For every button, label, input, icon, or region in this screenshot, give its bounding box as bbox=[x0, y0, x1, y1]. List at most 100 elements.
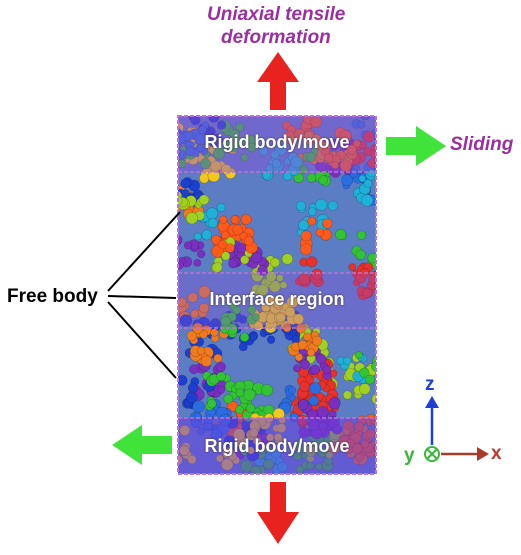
particle bbox=[186, 330, 198, 341]
particle bbox=[300, 230, 312, 242]
particle bbox=[240, 255, 250, 265]
pointer-line bbox=[107, 211, 181, 292]
particle bbox=[363, 179, 373, 189]
x-axis-arrowhead bbox=[477, 447, 489, 461]
deformation-title-line2: deformation bbox=[221, 27, 331, 48]
particle bbox=[178, 151, 179, 155]
particle bbox=[238, 342, 248, 352]
particle bbox=[282, 171, 292, 181]
particle bbox=[178, 195, 183, 207]
sliding-arrow-left bbox=[112, 425, 172, 465]
particle bbox=[207, 218, 218, 229]
particle bbox=[367, 252, 376, 264]
rigid-body-bottom-label: Rigid body/move bbox=[204, 436, 350, 456]
particle bbox=[240, 213, 252, 225]
particle bbox=[281, 253, 294, 265]
particle bbox=[380, 173, 389, 182]
coordinate-axes bbox=[424, 396, 489, 462]
rigid-body-bottom-region bbox=[178, 418, 376, 474]
particle bbox=[235, 405, 244, 415]
y-axis-label: y bbox=[404, 445, 415, 466]
particle bbox=[357, 120, 366, 129]
particle bbox=[265, 271, 277, 282]
particle bbox=[307, 207, 317, 216]
particle bbox=[198, 302, 210, 314]
particle bbox=[306, 173, 317, 183]
particle bbox=[343, 356, 352, 365]
particle bbox=[378, 163, 387, 172]
particle bbox=[187, 292, 198, 303]
particle bbox=[190, 309, 199, 319]
particle bbox=[170, 140, 177, 147]
particle bbox=[178, 153, 179, 157]
particle bbox=[210, 328, 219, 337]
particle bbox=[371, 393, 376, 405]
particle bbox=[169, 156, 177, 164]
free-body-pointers bbox=[107, 211, 181, 379]
particle bbox=[384, 182, 395, 193]
particle bbox=[221, 251, 231, 261]
particle bbox=[232, 224, 244, 236]
particle bbox=[183, 241, 193, 250]
particle bbox=[311, 134, 322, 144]
particle bbox=[208, 137, 218, 148]
particle bbox=[240, 153, 249, 162]
particle bbox=[359, 367, 370, 378]
particle bbox=[371, 361, 376, 372]
particle bbox=[360, 194, 374, 207]
particle bbox=[297, 399, 309, 410]
particle bbox=[196, 346, 206, 355]
particle bbox=[270, 257, 281, 268]
particle bbox=[245, 403, 256, 414]
interface-region bbox=[178, 273, 376, 328]
particle bbox=[198, 285, 211, 298]
particle bbox=[339, 159, 352, 172]
particle bbox=[261, 170, 271, 180]
particle bbox=[377, 282, 386, 291]
particle bbox=[290, 155, 303, 169]
particle bbox=[377, 418, 386, 427]
particle bbox=[309, 382, 322, 395]
particle bbox=[294, 352, 304, 362]
particle bbox=[299, 381, 311, 392]
simulation-box-border bbox=[177, 115, 377, 475]
particle bbox=[215, 361, 226, 373]
particle bbox=[270, 150, 280, 160]
particle bbox=[322, 218, 333, 229]
deformation-title-line1: Uniaxial tensile bbox=[207, 4, 346, 25]
particle bbox=[219, 215, 228, 224]
rigid-body-top-region bbox=[178, 116, 376, 172]
simulation-box bbox=[169, 104, 395, 475]
particle bbox=[178, 164, 179, 167]
particle bbox=[195, 144, 204, 153]
particle bbox=[266, 335, 276, 344]
particle bbox=[352, 139, 361, 148]
particle bbox=[221, 230, 230, 240]
rigid-body-top-label: Rigid body/move bbox=[204, 132, 350, 152]
particle bbox=[197, 249, 206, 259]
particle bbox=[235, 122, 245, 132]
particle bbox=[310, 364, 320, 375]
particle bbox=[322, 365, 332, 375]
particle bbox=[228, 258, 238, 269]
particle bbox=[297, 219, 309, 231]
particle bbox=[213, 353, 223, 363]
particle bbox=[339, 130, 352, 143]
particle bbox=[272, 296, 284, 309]
pointer-line bbox=[107, 301, 177, 379]
z-axis-label: z bbox=[425, 374, 435, 395]
particle bbox=[247, 142, 257, 153]
particle bbox=[362, 287, 373, 299]
particle bbox=[293, 172, 304, 184]
particle bbox=[370, 104, 378, 112]
particle bbox=[201, 229, 213, 241]
particle bbox=[200, 355, 213, 367]
particle bbox=[247, 305, 257, 315]
particle bbox=[199, 173, 210, 184]
particle bbox=[251, 251, 263, 263]
particle bbox=[178, 187, 179, 193]
particle bbox=[327, 200, 338, 211]
particle bbox=[223, 393, 234, 404]
